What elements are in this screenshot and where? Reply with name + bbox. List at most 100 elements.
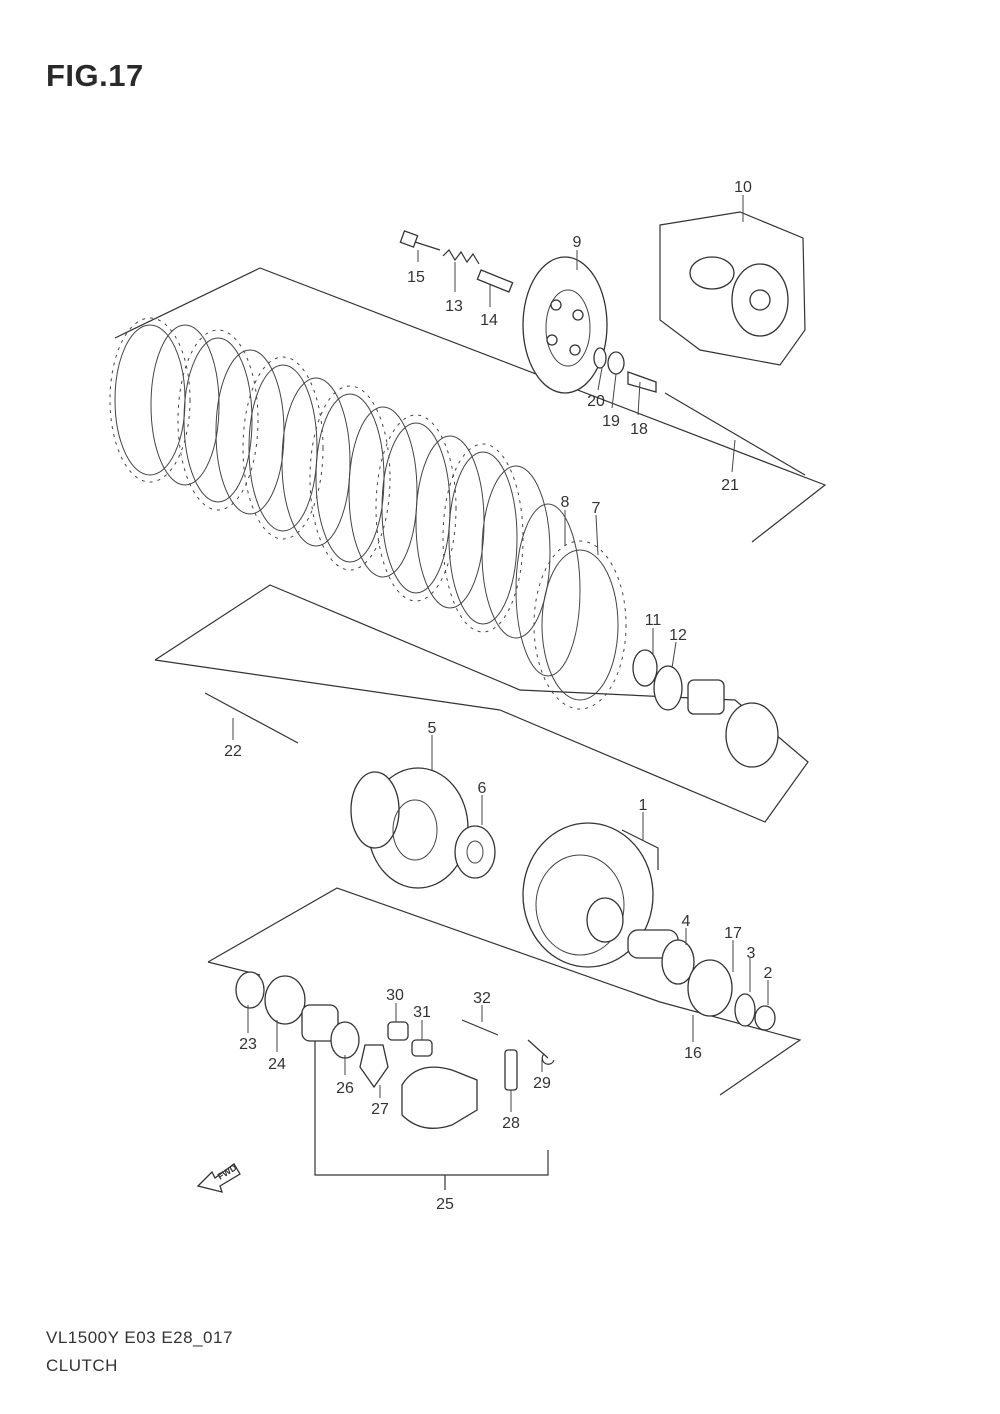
plate-outline [481, 465, 551, 639]
leader-18 [637, 381, 641, 416]
bearing [607, 351, 625, 375]
figure-title: FIG.17 [46, 58, 144, 93]
plate-outline [150, 324, 220, 486]
plate-teeth [242, 356, 324, 540]
plate-outline [515, 503, 581, 677]
part-label-31: 31 [413, 1004, 431, 1021]
part-label-6: 6 [478, 780, 487, 797]
part-label-19: 19 [602, 413, 620, 430]
needle-bearing [661, 939, 695, 985]
part-10-box [659, 211, 806, 366]
leader-7 [595, 514, 599, 556]
part-label-7: 7 [592, 500, 601, 517]
clutch-housing [522, 822, 776, 1031]
push-piece [627, 371, 657, 393]
plate-teeth [177, 329, 259, 511]
part-label-16: 16 [684, 1045, 702, 1062]
fwd-arrow-icon [196, 1163, 241, 1193]
middle-frame-bottom [154, 659, 501, 711]
leader-19 [611, 373, 617, 409]
plate-outline [183, 337, 253, 503]
part-label-32: 32 [473, 990, 491, 1007]
plate-teeth [375, 414, 457, 602]
part-label-1: 1 [639, 797, 648, 814]
part-label-30: 30 [386, 987, 404, 1004]
piston-seal [330, 1021, 360, 1059]
seal-ring [264, 975, 306, 1025]
plate-teeth [442, 443, 524, 633]
lower-frame-line [207, 887, 802, 1096]
clutch-spring [442, 249, 480, 265]
part-label-3: 3 [747, 945, 756, 962]
washer [593, 347, 607, 369]
release-cylinder-parts [235, 971, 555, 1129]
nut [754, 1005, 776, 1031]
assembly-frames [114, 211, 827, 1190]
plate-outline [348, 406, 418, 578]
part-label-28: 28 [502, 1115, 520, 1132]
part-label-5: 5 [428, 720, 437, 737]
part-10-assembly [689, 256, 789, 337]
thrust-washer-hole [466, 840, 484, 864]
leader-21 [731, 439, 736, 473]
plate-outline [315, 393, 385, 563]
part-labels: 10 9 15 13 14 20 19 18 21 8 7 11 12 22 5… [224, 179, 772, 1213]
part-label-10: 10 [734, 179, 752, 196]
model-code: VL1500Y E03 E28_017 [46, 1328, 233, 1347]
part-label-24: 24 [268, 1056, 286, 1073]
plate-outline [281, 377, 351, 547]
sleeve-hub [687, 679, 725, 715]
ring-parts [632, 649, 779, 768]
plate-teeth [309, 385, 391, 571]
leader-12 [671, 641, 677, 669]
part-label-4: 4 [682, 913, 691, 930]
section-name: CLUTCH [46, 1356, 118, 1375]
bleeder-valve [504, 1049, 518, 1091]
pressure-plate-boss [550, 299, 562, 311]
plate-outline [541, 549, 619, 701]
bushing [411, 1039, 433, 1057]
part-label-9: 9 [573, 234, 582, 251]
sleeve-hub [689, 256, 735, 290]
bolt-shank [414, 241, 441, 251]
pressure-plate-boss [546, 334, 558, 346]
release-cylinder-body [401, 1066, 478, 1129]
leader-20 [597, 367, 603, 391]
fwd-arrow: FWD [196, 1162, 241, 1193]
pin [387, 1021, 409, 1041]
housing-hub [586, 897, 624, 943]
part-label-21: 21 [721, 477, 739, 494]
part-label-23: 23 [239, 1036, 257, 1053]
mounting-bolt [461, 1019, 499, 1036]
plate-outline [448, 451, 518, 625]
spring-guide [476, 269, 514, 293]
plate-teeth [109, 317, 191, 483]
thrust-washer [454, 825, 496, 879]
cam-plate [725, 702, 779, 768]
plate-teeth [533, 540, 627, 710]
clutch-plate-stack [109, 317, 627, 710]
middle-frame-line [154, 584, 809, 823]
part-25-bracket [314, 1035, 549, 1176]
oil-seal [235, 971, 265, 1009]
pressure-plate [522, 256, 608, 394]
pressure-plate-boss [569, 344, 581, 356]
part-label-26: 26 [336, 1080, 354, 1097]
washer [653, 665, 683, 711]
plate-outline [248, 364, 318, 532]
part-1-bracket [621, 829, 659, 870]
gear-hub [392, 799, 438, 861]
part-label-22: 22 [224, 743, 242, 760]
piston [301, 1004, 339, 1042]
leader-lines [232, 195, 769, 1112]
part-label-14: 14 [480, 312, 498, 329]
bleeder-cap [527, 1039, 555, 1065]
part-label-12: 12 [669, 627, 687, 644]
gear-teeth-ring [350, 771, 400, 849]
primary-driven-gear [350, 767, 496, 889]
part-label-18: 18 [630, 421, 648, 438]
part-label-15: 15 [407, 269, 425, 286]
nut [632, 649, 658, 687]
part-label-25: 25 [436, 1196, 454, 1213]
